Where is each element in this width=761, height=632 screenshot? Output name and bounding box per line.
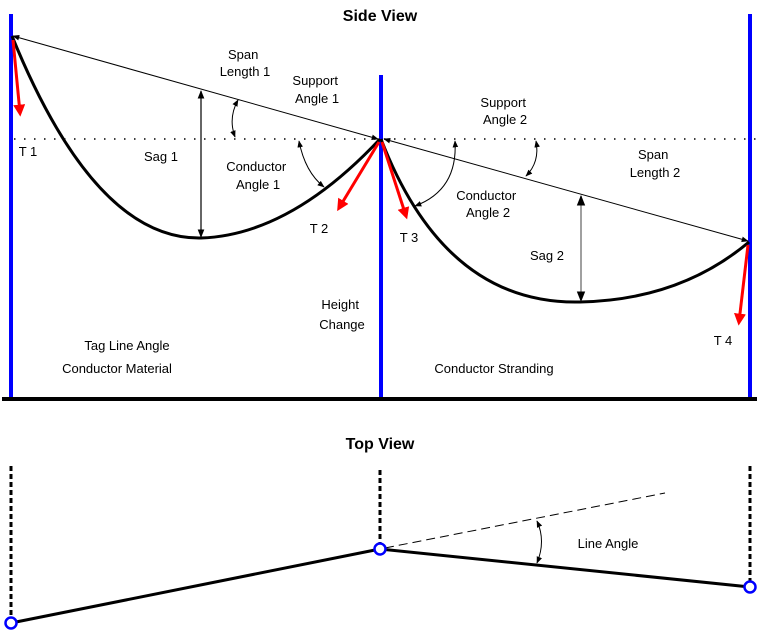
- t3-label: T 3: [400, 230, 419, 245]
- line-angle-label: Line Angle: [578, 536, 639, 551]
- support-point-3: [743, 580, 757, 594]
- top-view-title: Top View: [346, 436, 415, 453]
- tag-line-angle-label: Tag Line Angle: [84, 338, 169, 353]
- conductor-top-segment-1: [10, 547, 381, 625]
- t1-label: T 1: [19, 144, 38, 159]
- support-angle-2-label: Support Angle 2: [480, 95, 529, 127]
- t4-label: T 4: [714, 333, 733, 348]
- side-view-title: Side View: [343, 8, 418, 25]
- support-point-1: [4, 616, 18, 630]
- conductor-span-1: [10, 35, 382, 240]
- conductor-angle-2-label: Conductor Angle 2: [456, 188, 520, 220]
- span-length-2-label: Span Length 2: [630, 147, 681, 180]
- sag-2-label: Sag 2: [530, 248, 564, 263]
- support-angle-2-arc: [525, 140, 540, 177]
- conductor-span-2: [379, 138, 750, 304]
- conductor-top-segment-2: [379, 547, 751, 589]
- side-view: Side View Span Length 1: [2, 8, 758, 401]
- tension-t3-arrow: [380, 141, 410, 220]
- span-length-1-arrow: [12, 35, 379, 140]
- t2-label: T 2: [310, 221, 329, 236]
- span-length-1-label: Span Length 1: [220, 47, 271, 79]
- conductor-material-label: Conductor Material: [62, 361, 172, 376]
- conductor-angle-1-label: Conductor Angle 1: [226, 159, 290, 192]
- support-angle-1-arc: [230, 99, 239, 138]
- sag-1-label: Sag 1: [144, 149, 178, 164]
- line-extension-dashed: [384, 492, 666, 549]
- support-point-2: [373, 542, 387, 556]
- conductor-stranding-label: Conductor Stranding: [434, 361, 553, 376]
- tension-t2-arrow: [337, 141, 381, 212]
- top-view: Top View Line Angle: [4, 436, 757, 630]
- tension-t1-arrow: [11, 39, 26, 117]
- span-length-2-arrow: [383, 138, 749, 242]
- height-change-label: Height Change: [319, 297, 365, 332]
- conductor-angle-1-arc: [297, 140, 325, 188]
- tension-t4-arrow: [734, 244, 750, 326]
- support-angle-1-label: Support Angle 1: [292, 73, 341, 106]
- line-angle-arc: [536, 520, 543, 564]
- conductor-angle-2-arc: [414, 140, 459, 207]
